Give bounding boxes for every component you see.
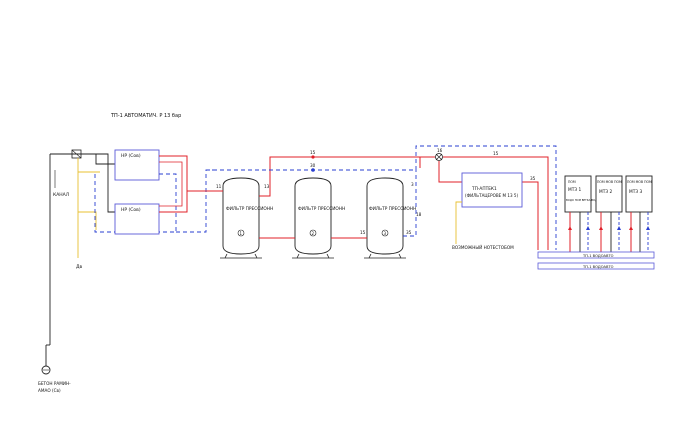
unit-3: ПОМ МОВ ПОМ МТЗ 3 [625,175,653,213]
filter-3-label: ФИЛЬТР ПРЕССИОНН [369,206,416,212]
tag-30: 30 [310,163,316,168]
unit-2: ПОМ МОВ ПОМ МТЗ 2 [595,175,623,213]
tag-18: 18 [416,212,422,217]
tag-35b: 35 [530,176,536,181]
filter-3: ФИЛЬТР ПРЕССИОНН 3 [364,177,416,259]
pump-1-box [114,149,160,181]
tag-15: 15 [310,150,316,155]
filter-1: ФИЛЬТР ПРЕССИОНН 1 [220,177,273,259]
tag-11: 11 [216,184,222,189]
pump-discharge-line [159,155,188,213]
pump-1-label: НР (Сов) [121,153,141,159]
pump-2-box [114,203,160,235]
tag-15c: 15 [493,151,499,156]
filter-1-num: 1 [240,231,243,236]
unit-1-head: ПОМ [568,180,576,184]
consumer-units: ПОМ МТЗ 1 ВОДО ПОМ ВЕТКА ВОДА ОКОЛО ПОМ … [537,175,655,270]
well-pump-icon [41,365,51,375]
sampling-line [455,201,462,244]
top-title: ТП-1 АВТОМАТИЧ. Р 13 бар [110,113,181,119]
unit-2-head: ПОМ МОВ ПОМ [597,180,622,184]
tag-35: 35 [406,230,412,235]
kanal-label: КАНАЛ [53,192,69,198]
unit-1-foot: ВОДО ПОМ ВЕТКА ВОДА ОКОЛО [566,198,610,202]
sampling-label: ВОЗМОЖНЫЙ НОТЕСТОБОМ [452,245,514,250]
filter-2-num: 2 [312,231,315,236]
softener-label-1: ТП-АПТЕК1 [471,186,497,192]
filter-3-num: 3 [384,231,387,236]
unit-1: ПОМ МТЗ 1 ВОДО ПОМ ВЕТКА ВОДА ОКОЛО [564,175,610,213]
valve-icon [435,153,443,161]
unit-1-name: МТЗ 1 [568,187,581,193]
unit-3-name: МТЗ 3 [629,189,642,195]
tag-13: 13 [264,184,270,189]
pump-2-label: НР (Сов) [121,207,141,213]
unit-3-head: ПОМ МОВ ПОМ [627,180,652,184]
tag-16: 16 [437,148,443,153]
pump-group: НР (Сов) НР (Сов) [94,149,220,235]
softener-label-2: (ФИЛЬТАЦЕРОВЕ М 13 5) [465,193,518,198]
well-pump-label-1: БЕТОН РАМИН- [38,381,71,386]
inlet-section: БЕТОН РАМИН- АМАО (Св) КАНАЛ Дв [38,149,115,393]
filter-return-dashed [206,145,557,250]
tag-3l: 3 [411,182,414,187]
softener-section: 16 15 35 ТП-АПТЕК1 (ФИЛЬТАЦЕРОВЕ М 13 5)… [420,148,549,250]
softener-box [461,172,523,208]
filter-2: ФИЛЬТР ПРЕССИОНН 2 [292,177,345,259]
manifold-2-label: ТП-1 ВОДОАВТО [582,265,614,269]
unit-2-name: МТЗ 2 [599,189,612,195]
manifold-2 [537,262,655,270]
well-pump-label-2: АМАО (Св) [38,388,61,393]
manifold-1 [537,251,655,259]
filter-group: ФИЛЬТР ПРЕССИОНН 1 ФИЛЬТР ПРЕССИОНН 2 ФИ… [206,145,557,259]
drain-label: Дв [76,264,83,270]
tag-15b: 15 [360,230,366,235]
filter-1-label: ФИЛЬТР ПРЕССИОНН [226,206,273,212]
manifold-1-label: ТП-1 ВОДОАВТО [582,254,614,258]
pump-return-dashed [94,174,115,233]
filter-2-label: ФИЛЬТР ПРЕССИОНН [298,206,345,212]
